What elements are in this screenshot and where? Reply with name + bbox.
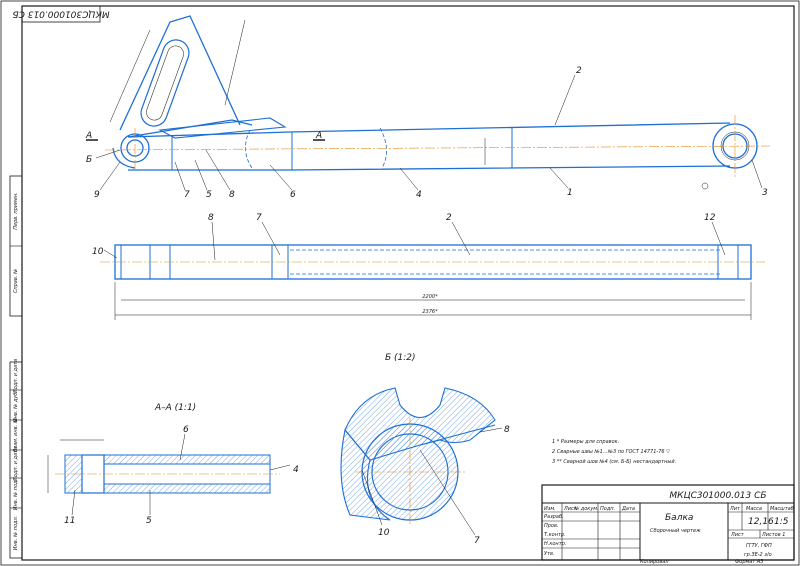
- pos-7-b: 7: [474, 536, 480, 546]
- dim-inner: 2200*: [422, 294, 438, 300]
- side-strip-3: Подп. и дата: [13, 359, 19, 393]
- dim-overall: 2376*: [422, 309, 438, 315]
- section-aa-view: А–А (1:1) 6 5 11 4: [47, 403, 299, 526]
- pos-6-aa: 6: [183, 425, 189, 435]
- pos-10-b: 10: [378, 528, 390, 538]
- side-strip-1: Перв. примен.: [13, 192, 19, 230]
- pos-5-main: 5: [206, 190, 212, 200]
- title-doc-type: Сборочный чертеж: [650, 528, 701, 534]
- title-scale-header: Масштаб: [770, 506, 794, 512]
- rotated-stamp-text: МКЦС301000.013 СБ: [12, 9, 109, 19]
- tb-row-ncontr: Н.контр.: [544, 541, 566, 547]
- tb-row-check: Пров.: [544, 523, 559, 529]
- side-strip-7: Инв. № подл.: [13, 476, 19, 511]
- title-lit-header: Лит: [729, 506, 741, 512]
- detail-b-view: Б (1:2) 7 8 10: [340, 353, 510, 546]
- side-strip-8: Инв. № подл.: [13, 516, 19, 551]
- pos-12-plan: 12: [704, 213, 716, 223]
- note-1: 1 * Размеры для справок.: [552, 439, 619, 445]
- tb-row-dev: Разраб.: [544, 514, 564, 520]
- side-strip-4: Инв. № дубл.: [13, 388, 19, 422]
- pos-11-aa: 11: [64, 516, 75, 526]
- side-strip-2: Справ. №: [13, 269, 19, 293]
- side-strip-5: Взам. инв. №: [13, 418, 19, 452]
- pos-8-main: 8: [229, 190, 235, 200]
- pos-10-plan: 10: [92, 247, 104, 257]
- detail-b-title: Б (1:2): [385, 353, 416, 363]
- tb-row-appr: Утв.: [544, 551, 555, 557]
- pos-2-plan: 2: [446, 213, 452, 223]
- plan-view: 8 7 2 12 10 2200* 2376*: [92, 213, 765, 320]
- tb-row-list: Лист: [563, 506, 578, 512]
- title-mass: 12,16: [748, 517, 774, 527]
- pos-7-main: 7: [184, 190, 190, 200]
- pos-4-main: 4: [416, 190, 422, 200]
- tb-row-sign: Подп.: [600, 506, 615, 512]
- tb-row-date: Дата: [621, 506, 635, 512]
- pos-8-plan: 8: [208, 213, 214, 223]
- pos-9-main: 9: [94, 190, 100, 200]
- pos-7-plan: 7: [256, 213, 262, 223]
- title-mass-header: Масса: [746, 506, 762, 512]
- main-view: А А Б 2 1 3 4 6 8 5 7 9: [85, 15, 771, 200]
- tb-row-tcontr: Т.контр.: [544, 532, 566, 538]
- title-org-2: гр.ЗЕ-2 з/о: [744, 552, 772, 558]
- rotated-stamp: МКЦС301000.013 СБ: [12, 5, 110, 23]
- title-name: Балка: [665, 513, 693, 523]
- pos-1-main: 1: [567, 188, 573, 198]
- title-org-1: ГГТУ, ГФП: [746, 543, 772, 549]
- section-a-left: А: [85, 131, 92, 141]
- section-a-right: А: [315, 131, 322, 141]
- side-strip: Перв. примен. Справ. № Подп. и дата Инв.…: [9, 175, 23, 559]
- pos-8-b: 8: [504, 425, 510, 435]
- note-3: 3 ** Сварной шов №4 (см. Б-Б) нестандарт…: [552, 459, 676, 465]
- title-block: МКЦС301000.013 СБ Балка Сборочный чертеж…: [541, 484, 795, 561]
- copied-label: Копировал: [640, 559, 669, 565]
- pos-2-main: 2: [576, 66, 582, 76]
- title-sheets: Листов 1: [761, 532, 785, 538]
- tb-row-docnum: № докум.: [573, 506, 599, 512]
- pos-3-main: 3: [762, 188, 768, 198]
- title-sheet: Лист: [730, 532, 745, 538]
- pos-5-aa: 5: [146, 516, 152, 526]
- view-b-mark: Б: [86, 155, 92, 165]
- title-scale: 1:5: [774, 517, 789, 527]
- side-strip-6: Подп. и дата: [13, 447, 19, 481]
- technical-notes: 1 * Размеры для справок. 2 Сварные швы №…: [552, 439, 676, 465]
- format-label: Формат А3: [735, 559, 763, 565]
- pos-6-main: 6: [290, 190, 296, 200]
- pos-4-aa: 4: [293, 465, 299, 475]
- section-aa-title: А–А (1:1): [154, 403, 196, 413]
- title-designation: МКЦС301000.013 СБ: [669, 491, 766, 501]
- tb-row-izm: Изм.: [544, 506, 556, 512]
- note-2: 2 Сварные швы №1…№3 по ГОСТ 14771-76 ▽: [552, 449, 670, 455]
